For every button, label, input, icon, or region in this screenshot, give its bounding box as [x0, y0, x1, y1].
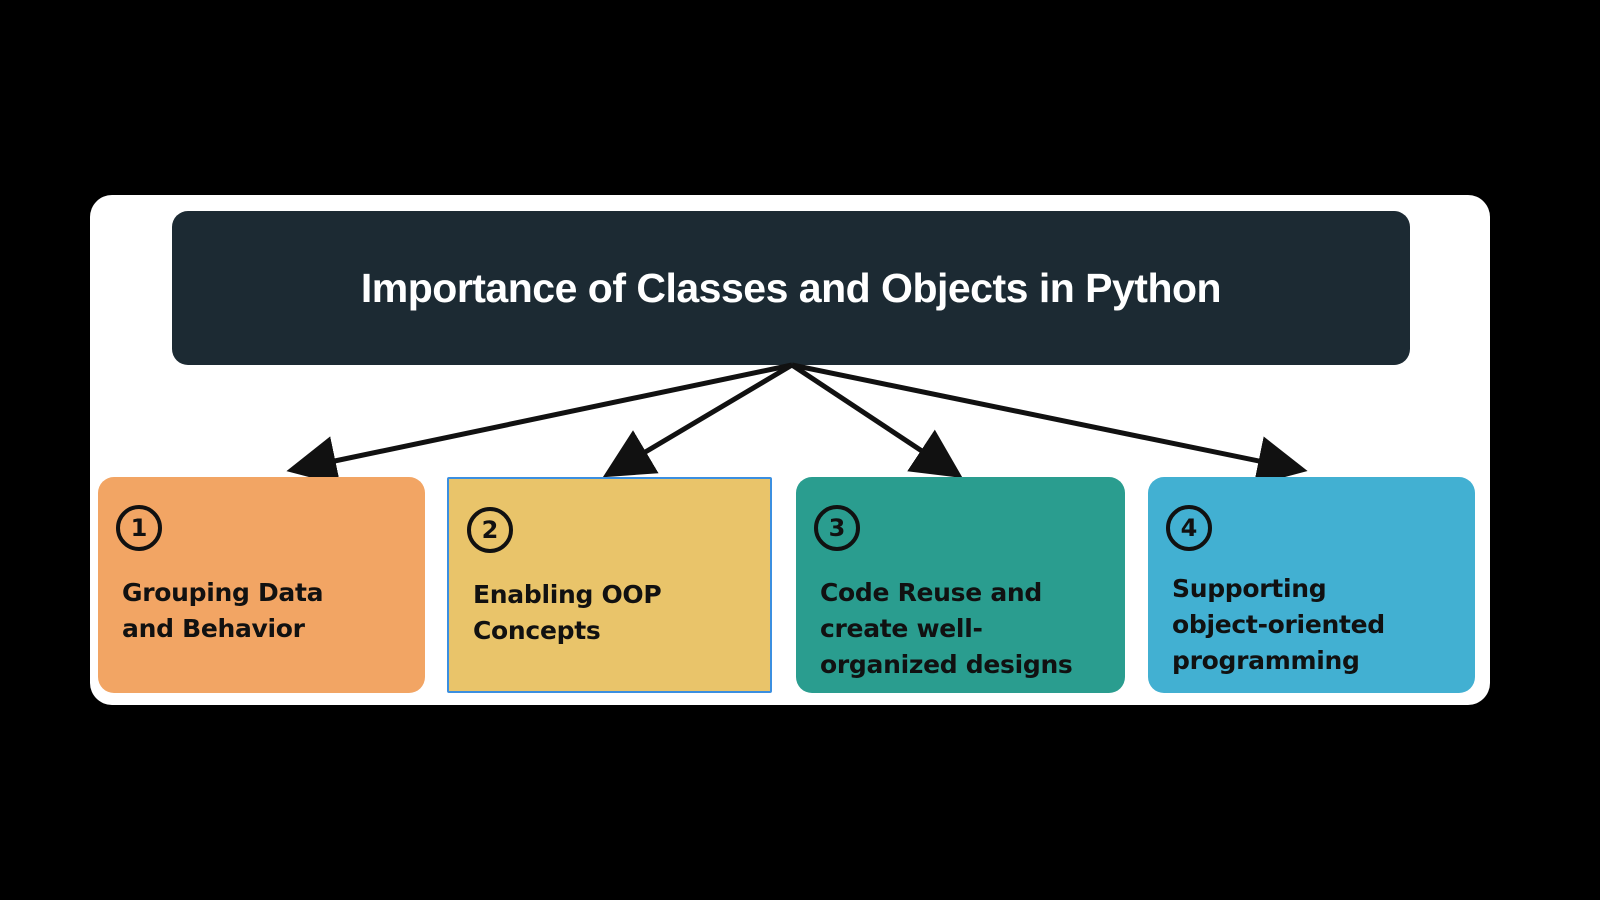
number-badge-2: 2	[467, 507, 513, 553]
arrow-to-item-3	[790, 362, 963, 479]
diagram-title: Importance of Classes and Objects in Pyt…	[360, 264, 1222, 311]
item-label-4: Supporting object-oriented programming	[1172, 574, 1385, 675]
number-badge-4: 4	[1166, 505, 1212, 551]
arrow-to-item-2	[602, 362, 794, 478]
title-box: Importance of Classes and Objects in Pyt…	[172, 211, 1410, 365]
item-label-3: Code Reuse and create well- organized de…	[820, 578, 1073, 679]
connector-arrows	[286, 362, 1308, 486]
item-box-2: 2 Enabling OOP Concepts	[447, 477, 772, 693]
item-box-4: 4 Supporting object-oriented programming	[1148, 477, 1475, 693]
number-badge-1: 1	[116, 505, 162, 551]
item-label-1: Grouping Data and Behavior	[122, 578, 324, 643]
item-label-2: Enabling OOP Concepts	[473, 580, 662, 645]
item-box-3: 3 Code Reuse and create well- organized …	[796, 477, 1125, 693]
diagram-card: Importance of Classes and Objects in Pyt…	[90, 195, 1490, 705]
number-badge-3: 3	[814, 505, 860, 551]
arrow-to-item-1	[286, 362, 793, 486]
arrow-to-item-4	[791, 362, 1308, 486]
item-box-1: 1 Grouping Data and Behavior	[98, 477, 425, 693]
